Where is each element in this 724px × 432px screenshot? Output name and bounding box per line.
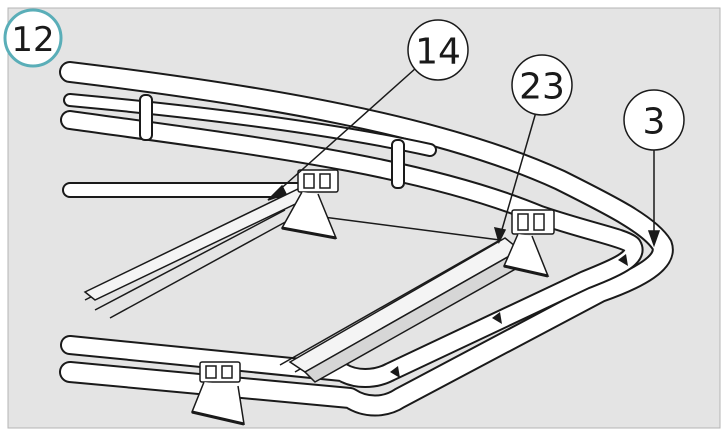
step-number: 12	[11, 20, 54, 60]
clamp-right	[502, 209, 555, 278]
leader-line-14	[275, 67, 417, 194]
callout-3: 3	[623, 89, 685, 151]
callout-label: 3	[643, 102, 666, 143]
callout-23: 23	[511, 54, 573, 116]
back-rail-struts	[139, 94, 405, 189]
leader-line-23	[500, 111, 537, 234]
step-number-badge: 12	[3, 8, 63, 68]
callout-circle	[623, 89, 685, 151]
callout-14: 14	[407, 19, 469, 81]
arrowhead-23	[493, 227, 507, 245]
callout-label: 14	[415, 32, 461, 73]
callout-circle	[511, 54, 573, 116]
clamp-left	[280, 169, 339, 240]
outer-frame-rail	[59, 61, 674, 417]
step-ring	[3, 8, 63, 68]
arrowhead-14	[267, 184, 288, 201]
arrowhead-3	[647, 230, 661, 248]
callout-circle	[407, 19, 469, 81]
inner-frame-rail	[60, 110, 644, 388]
leader-lines	[267, 67, 661, 248]
front-rail-fittings	[390, 254, 628, 378]
clamp-front	[190, 361, 245, 426]
upper-back-rail	[63, 93, 437, 157]
callout-label: 23	[519, 67, 565, 108]
